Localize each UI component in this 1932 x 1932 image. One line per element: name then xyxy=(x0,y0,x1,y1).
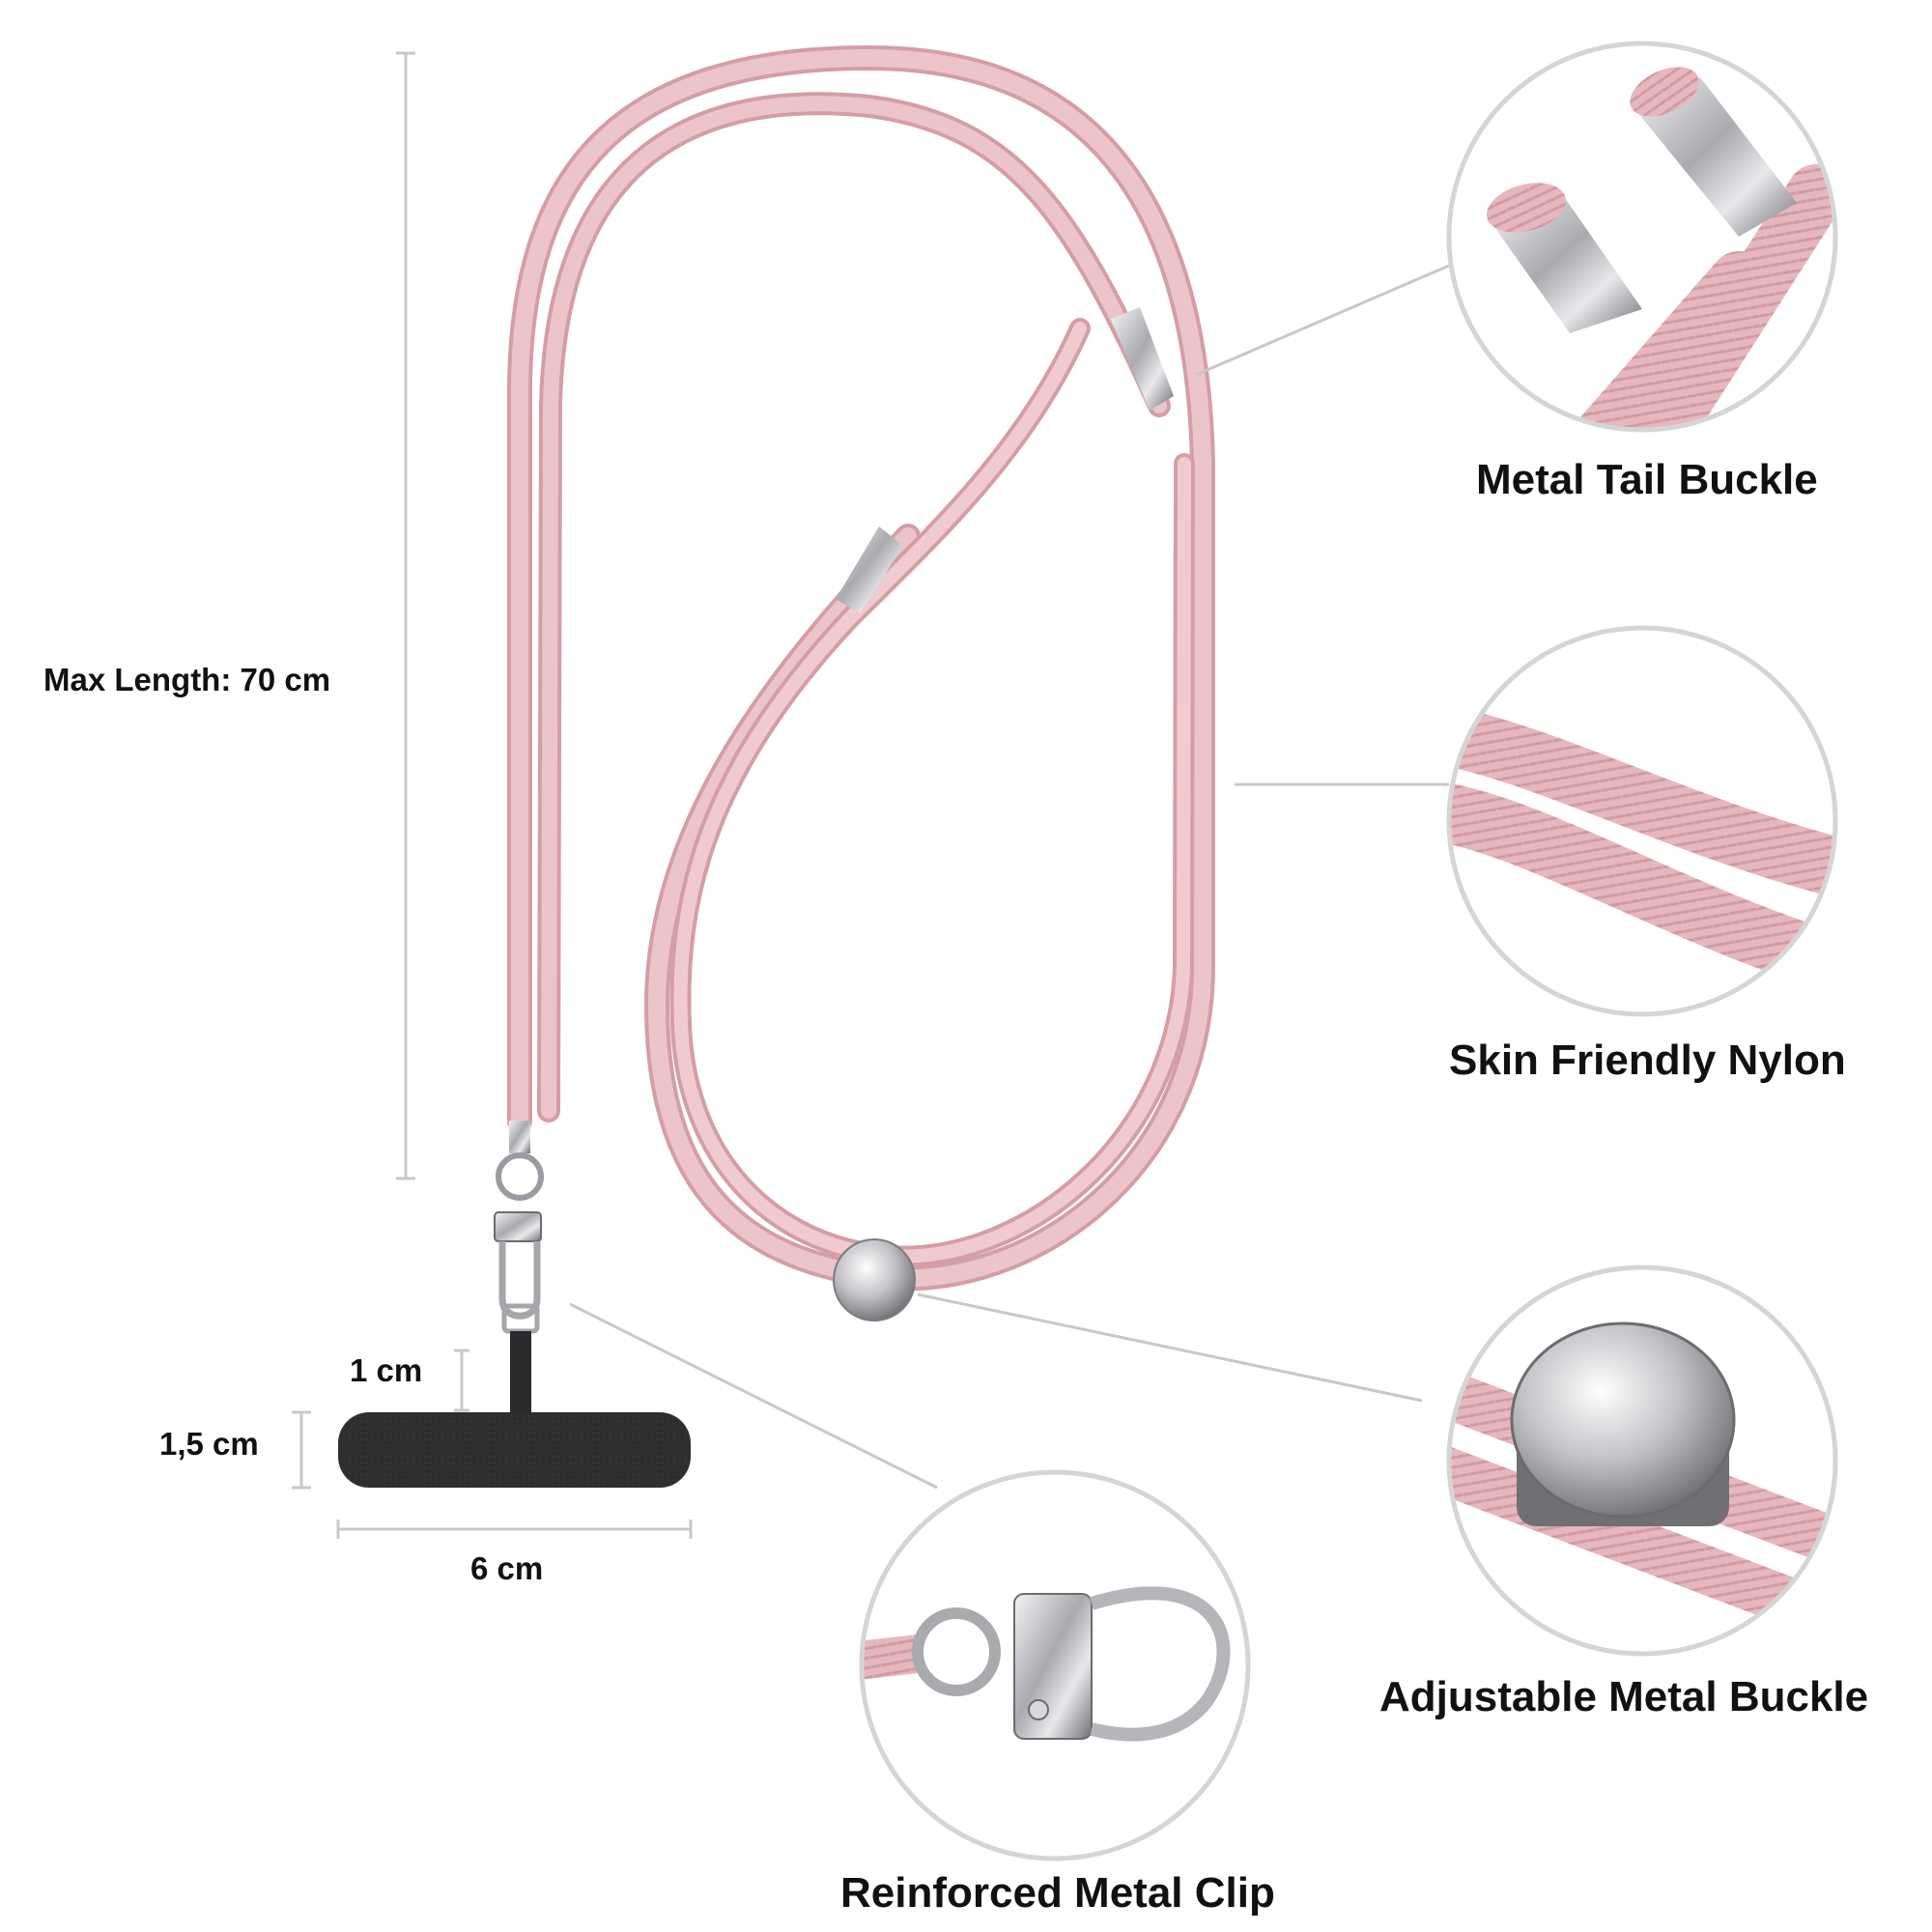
patch-height-label: 1,5 cm xyxy=(159,1426,259,1462)
adjustable-buckle-label: Adjustable Metal Buckle xyxy=(1379,1673,1869,1720)
strap-height-label: 1 cm xyxy=(350,1352,423,1388)
detail-circle-tail-buckle xyxy=(1446,41,1838,433)
max-length-label: Max Length: 70 cm xyxy=(43,662,331,697)
detail-circle-metal-clip xyxy=(859,1469,1251,1861)
clip-label: Reinforced Metal Clip xyxy=(840,1869,1275,1917)
detail-circle-adjustable-buckle xyxy=(1446,1264,1838,1657)
callout-lines xyxy=(569,264,1450,1490)
length-dimension-line xyxy=(396,51,415,1180)
tail-buckle-label: Metal Tail Buckle xyxy=(1476,456,1818,503)
clip-assembly xyxy=(494,1121,544,1416)
nylon-label: Skin Friendly Nylon xyxy=(1449,1037,1846,1084)
detail-circle-nylon xyxy=(1446,625,1838,1017)
patch-dimension-lines xyxy=(292,1349,693,1539)
cord-tail-tips xyxy=(836,307,1174,613)
cord-adjust-bead xyxy=(833,1238,916,1321)
lanyard-cord xyxy=(507,44,1215,1292)
patch-width-label: 6 cm xyxy=(470,1550,544,1586)
phone-patch xyxy=(338,1412,691,1488)
